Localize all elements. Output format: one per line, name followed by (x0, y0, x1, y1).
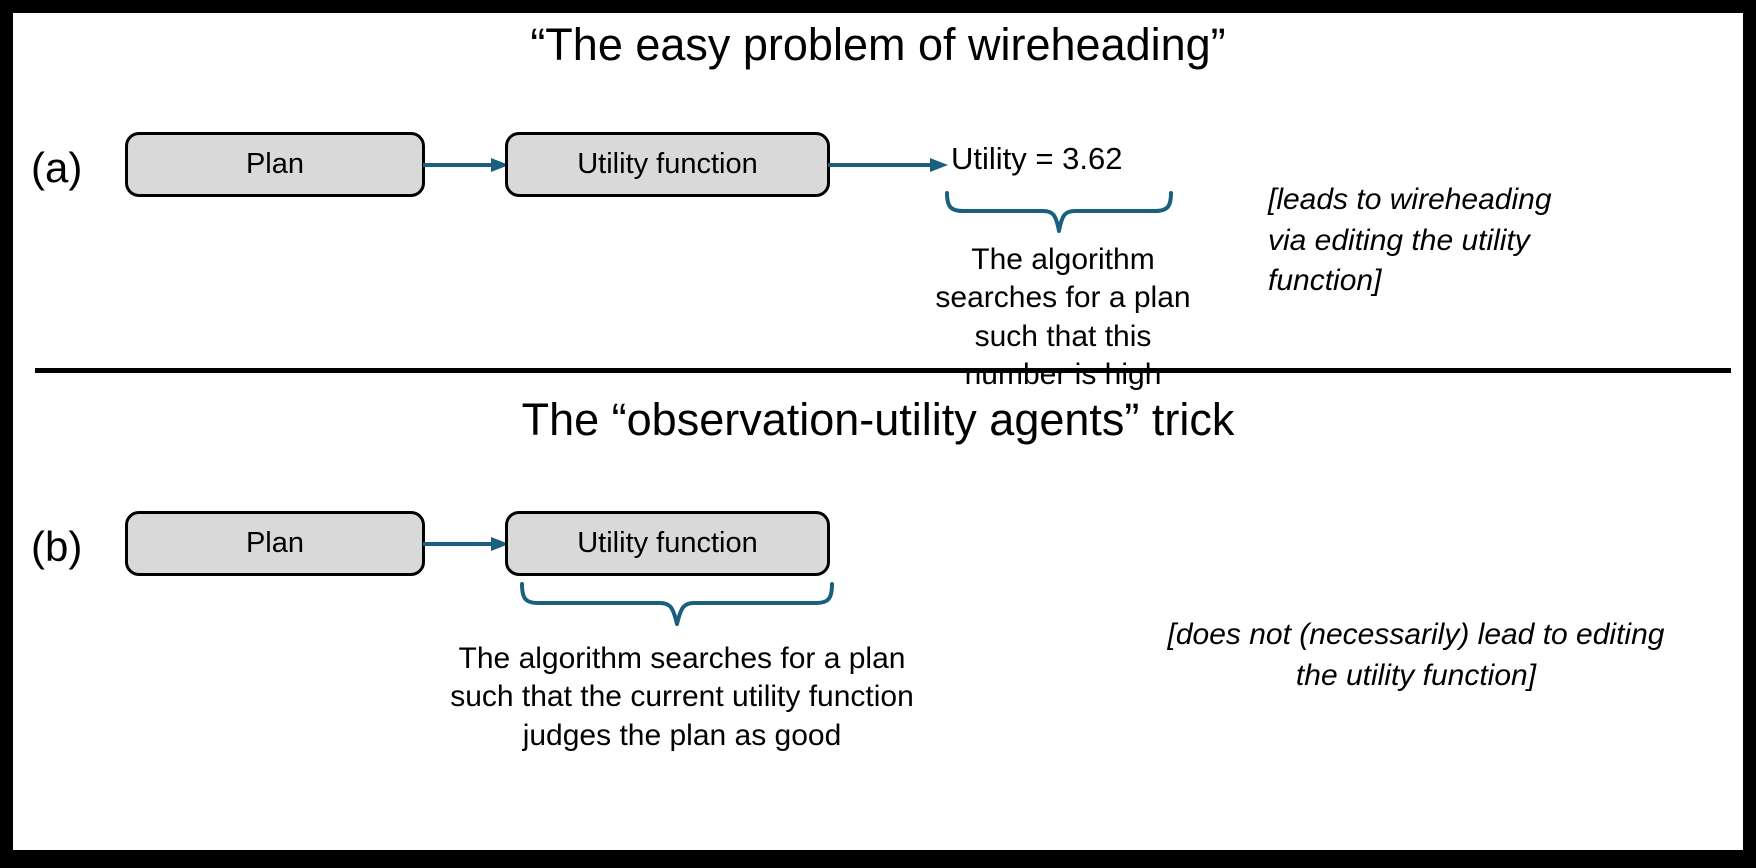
panel-a-curly-brace (945, 191, 1173, 233)
panel-a-note: [leads to wireheading via editing the ut… (1268, 183, 1552, 297)
panel-a-title-text: “The easy problem of wireheading” (530, 19, 1226, 70)
panel-a-title: “The easy problem of wireheading” (13, 19, 1743, 70)
panel-a-caption: The algorithm searches for a plan such t… (935, 243, 1191, 392)
panel-a-plan-box-label: Plan (245, 148, 305, 180)
panel-a-utility-box-label: Utility function (577, 148, 758, 180)
panel-b-utility-box-label: Utility function (577, 527, 758, 559)
panel-b-arrow-plan-to-utility (423, 537, 509, 551)
panel-b-plan-box[interactable]: Plan (125, 511, 425, 576)
panel-a-label: (a) (31, 144, 83, 191)
panel-a-arrow-plan-to-utility (423, 158, 509, 172)
panel-a-plan-box[interactable]: Plan (125, 132, 425, 197)
panel-b-caption: The algorithm searches for a plan such t… (450, 642, 914, 752)
panel-b-title-text: The “observation-utility agents” trick (521, 394, 1235, 445)
panel-a-arrow-utility-to-value (828, 158, 948, 172)
section-divider (35, 368, 1731, 373)
panel-a-utility-value: Utility = 3.62 (951, 141, 1123, 176)
panel-b-note: [does not (necessarily) lead to editing … (1167, 618, 1665, 692)
panel-b-plan-box-label: Plan (245, 527, 305, 559)
panel-a-utility-box[interactable]: Utility function (505, 132, 830, 197)
panel-b-label: (b) (31, 523, 83, 570)
slide-canvas: “The easy problem of wireheading” (a) Pl… (13, 13, 1743, 850)
panel-b-curly-brace (520, 582, 834, 626)
panel-b-title: The “observation-utility agents” trick (13, 394, 1743, 445)
panel-b-utility-box[interactable]: Utility function (505, 511, 830, 576)
